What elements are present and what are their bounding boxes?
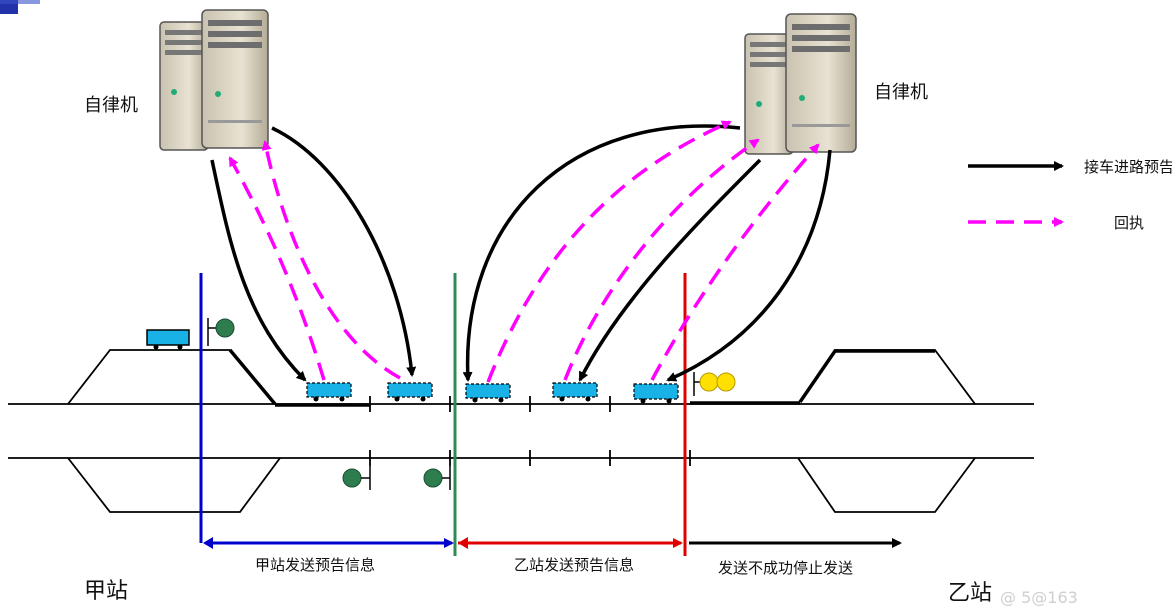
train-2 [387,382,433,402]
station-label-right: 乙站 [948,581,992,606]
signal-left-top [207,318,235,346]
span-label-yi: 乙站发送预告信息 [514,556,634,574]
signal-bottom-2 [423,466,451,490]
right-server-icon [744,13,857,155]
legend: 接车进路预告 回执 [968,158,1172,232]
legend-dashed-label: 回执 [1114,214,1144,232]
train-4 [552,382,598,402]
train-parked-left [146,329,190,350]
watermark: @ 5@163 [1000,588,1078,607]
left-preannounce-arrows [210,126,417,382]
left-server-icon [159,9,269,151]
left-receipt-arrows [228,140,401,381]
right-receipt-arrows [486,120,820,383]
span-label-jia: 甲站发送预告信息 [255,556,375,574]
train-5 [633,383,679,404]
track-layout [8,348,1034,513]
left-server-label: 自律机 [84,95,138,116]
legend-solid-label: 接车进路预告 [1084,158,1172,176]
train-1 [306,382,352,402]
span-label-stop: 发送不成功停止发送 [718,559,853,577]
right-server-label: 自律机 [874,82,928,103]
signal-bottom-1 [342,466,371,490]
signal-right-yellow [693,372,736,396]
right-preannounce-arrows [462,124,832,382]
station-label-left: 甲站 [84,579,128,604]
train-3 [465,383,511,403]
